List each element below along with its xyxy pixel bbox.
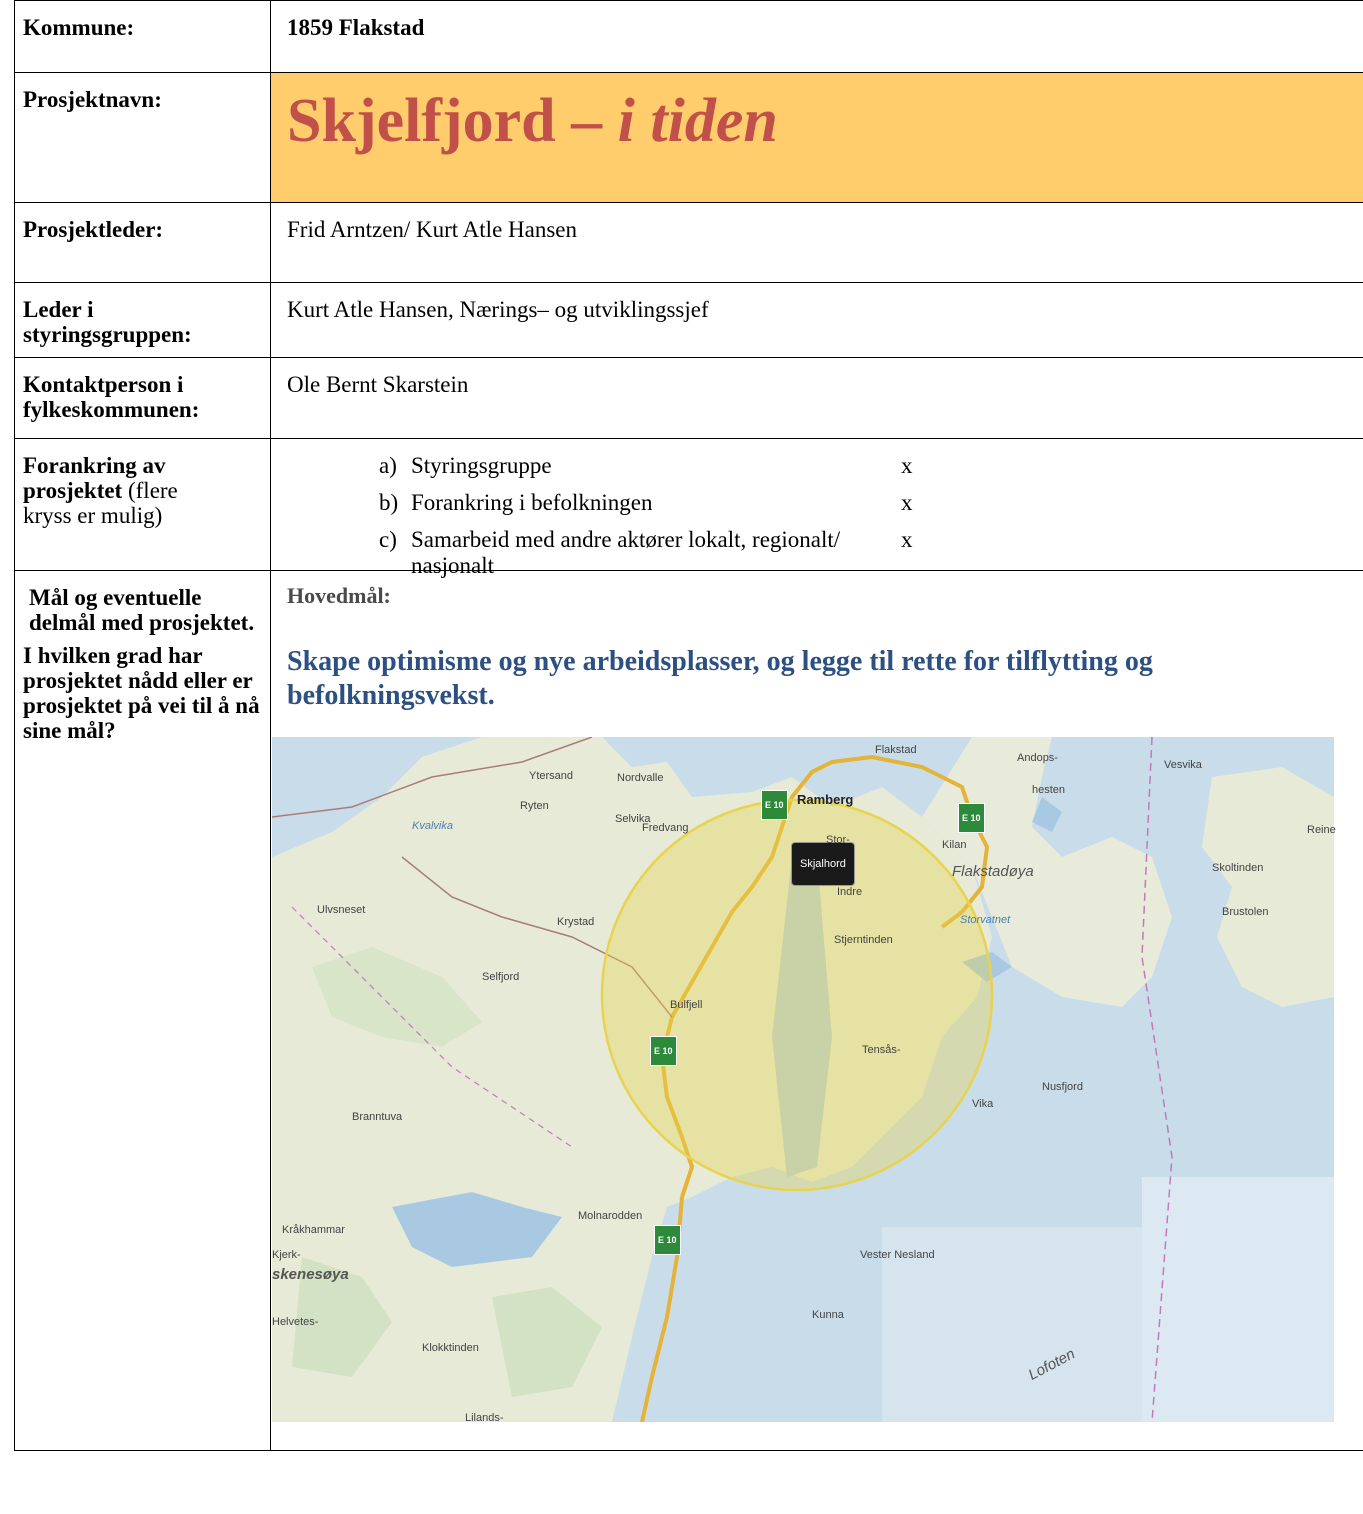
- hovedmaal-heading: Hovedmål:: [287, 583, 391, 608]
- map-label-klokktinden: Klokktinden: [422, 1342, 479, 1354]
- project-title: Skjelfjord – i tiden: [287, 81, 1349, 161]
- map-label-selfjord: Selfjord: [482, 971, 520, 983]
- row-prosjektnavn: Prosjektnavn: Skjelfjord – i tiden: [14, 72, 1363, 203]
- label-forankring-line2: prosjektet: [23, 478, 123, 503]
- map-label-ytersand: Ytersand: [529, 770, 574, 782]
- value-kommune: 1859 Flakstad: [270, 0, 1363, 73]
- map-label-nordvalle: Nordvalle: [617, 772, 664, 784]
- option-item: c) Samarbeid med andre aktører lokalt, re…: [379, 527, 1347, 578]
- label-kontakt-line2: fylkeskommunen:: [23, 397, 200, 422]
- map-label-bulfjell: Bulfjell: [670, 999, 703, 1011]
- option-item: a) Styringsgruppe x: [379, 453, 1347, 490]
- label-kontakt-line1: Kontaktperson i: [23, 372, 184, 397]
- option-mark: x: [901, 527, 913, 552]
- map-image: Skjalhord E 10 E 10 E 10 E 10 Ramberg Fl…: [272, 737, 1336, 1424]
- map-label-vester-nesland: Vester Nesland: [860, 1249, 935, 1261]
- map-label-krystad: Krystad: [557, 916, 595, 928]
- label-maal-1: Mål og eventuelle delmål med prosjektet.: [29, 585, 255, 635]
- map-label-ramberg: Ramberg: [797, 792, 854, 807]
- road-sign: E 10: [958, 803, 985, 833]
- map-label-andops: Andops-: [1017, 752, 1058, 764]
- map-label-indre: Indre: [837, 886, 863, 898]
- map-label-ryten: Ryten: [520, 800, 549, 812]
- option-text: Styringsgruppe: [411, 453, 552, 478]
- label-forankring-line1: Forankring av: [23, 453, 166, 478]
- forankring-options: a) Styringsgruppe x b) Forankring i befolkn…: [287, 453, 1347, 578]
- road-sign: E 10: [654, 1225, 681, 1255]
- map-label-skenesoya: skenesøya: [272, 1266, 349, 1283]
- map-graphic: [272, 737, 1334, 1422]
- value-kontakt: Ole Bernt Skarstein: [270, 357, 1363, 439]
- road-sign: E 10: [650, 1036, 677, 1066]
- map-label-nusfjord: Nusfjord: [1042, 1081, 1083, 1093]
- map-label-ulvsneset: Ulvsneset: [317, 904, 366, 916]
- map-label-kilan: Kilan: [942, 839, 967, 851]
- value-maal: Hovedmål: Skape optimisme og nye arbeids…: [270, 570, 1363, 1451]
- option-letter: c): [379, 527, 397, 552]
- label-maal-2: I hvilken grad har prosjektet nådd eller…: [23, 643, 260, 743]
- map-label-vesvika: Vesvika: [1164, 759, 1202, 771]
- map-label-vika: Vika: [972, 1098, 994, 1110]
- label-leder-line1: Leder i: [23, 297, 94, 322]
- option-mark: x: [901, 453, 913, 478]
- map-label-brustolen: Brustolen: [1222, 906, 1269, 918]
- label-maal: Mål og eventuelle delmål med prosjektet.…: [14, 570, 271, 1451]
- map-label-fredvang: Fredvang: [642, 822, 689, 834]
- map-label-helvetes: Helvetes-: [272, 1316, 319, 1328]
- map-label-stjerntinden: Stjerntinden: [834, 934, 893, 946]
- report-table: Kommune: 1859 Flakstad Prosjektnavn: Skj…: [14, 0, 1363, 1451]
- map-label-krakhammar: Kråkhammar: [282, 1224, 345, 1236]
- map-label-storvatnet: Storvatnet: [960, 914, 1011, 926]
- label-prosjektnavn: Prosjektnavn:: [14, 72, 271, 203]
- map-label-kjerk: Kjerk-: [272, 1249, 301, 1261]
- option-mark: x: [901, 490, 913, 515]
- project-title-cell: Skjelfjord – i tiden: [270, 72, 1363, 203]
- row-kommune: Kommune: 1859 Flakstad: [14, 0, 1363, 73]
- project-title-main: Skjelfjord –: [287, 87, 618, 155]
- row-prosjektleder: Prosjektleder: Frid Arntzen/ Kurt Atle H…: [14, 202, 1363, 283]
- map-label-selvika: Selvika: [615, 813, 651, 825]
- map-label-branntuva: Branntuva: [352, 1111, 403, 1123]
- goal-text: Skape optimisme og nye arbeidsplasser, o…: [287, 646, 1153, 711]
- label-forankring-line2-plain: (flere: [122, 478, 178, 503]
- map-label-reine: Reine: [1307, 824, 1336, 836]
- project-title-italic: i tiden: [617, 87, 778, 155]
- value-leder: Kurt Atle Hansen, Nærings– og utviklings…: [270, 282, 1363, 358]
- label-kommune: Kommune:: [14, 0, 271, 73]
- option-item: b) Forankring i befolkningen x: [379, 490, 1347, 527]
- map-label-kunna: Kunna: [812, 1309, 844, 1321]
- map-label-skoltinden: Skoltinden: [1212, 862, 1264, 874]
- map-marker-label: Skjalhord: [791, 842, 855, 886]
- option-letter: a): [379, 453, 397, 478]
- row-forankring: Forankring av prosjektet (flere kryss er…: [14, 438, 1363, 578]
- map-label-molnarodden: Molnarodden: [578, 1210, 643, 1222]
- value-forankring: a) Styringsgruppe x b) Forankring i befolkn…: [270, 438, 1363, 578]
- option-letter: b): [379, 490, 399, 515]
- map-label-tensas: Tensås-: [862, 1044, 901, 1056]
- map-label-lilands: Lilands-: [465, 1412, 504, 1424]
- map-label-hesten: hesten: [1032, 784, 1066, 796]
- map-label-kvalvika: Kvalvika: [412, 820, 453, 832]
- label-forankring-line3: kryss er mulig): [23, 503, 163, 528]
- map-label-flakstad: Flakstad: [875, 744, 917, 756]
- label-leder-line2: styringsgruppen:: [23, 322, 192, 347]
- map-label-flakstadoya: Flakstadøya: [952, 863, 1034, 880]
- map-label-stortinden: Stor-: [826, 834, 850, 846]
- label-forankring: Forankring av prosjektet (flere kryss er…: [14, 438, 271, 571]
- row-maal: Mål og eventuelle delmål med prosjektet.…: [14, 570, 1363, 1451]
- value-prosjektleder: Frid Arntzen/ Kurt Atle Hansen: [270, 202, 1363, 283]
- option-text: Samarbeid med andre aktører lokalt, regi…: [411, 527, 841, 578]
- option-text: Forankring i befolkningen: [411, 490, 653, 515]
- road-sign: E 10: [761, 790, 788, 820]
- label-prosjektleder: Prosjektleder:: [14, 202, 271, 283]
